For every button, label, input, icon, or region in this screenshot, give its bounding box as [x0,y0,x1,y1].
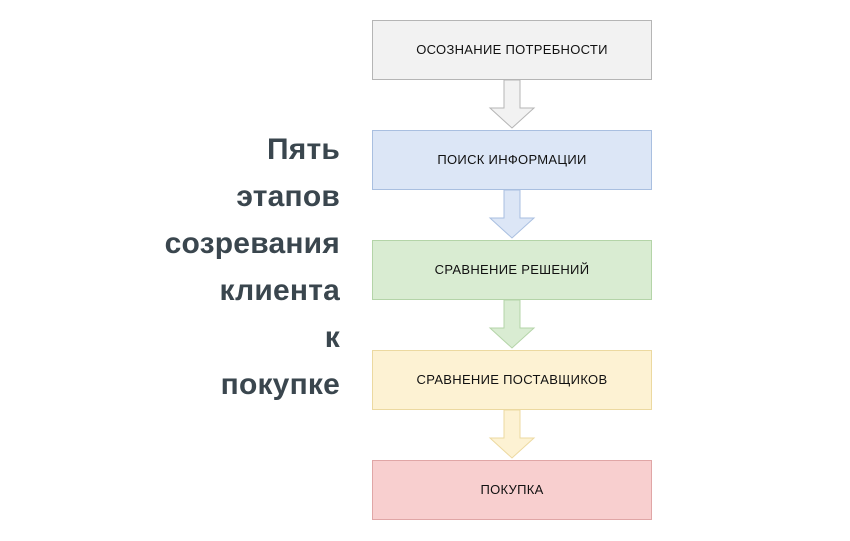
stage-label-4: СРАВНЕНИЕ ПОСТАВЩИКОВ [416,372,608,387]
flow-arrow-down-icon-1 [482,80,542,130]
stage-label-5: ПОКУПКА [480,482,544,497]
stage-box-5[interactable]: ПОКУПКА [372,460,652,520]
page-title: Пять этапов созревания клиента к покупке [164,133,340,401]
stage-label-3: СРАВНЕНИЕ РЕШЕНИЙ [434,262,590,277]
stage-box-2[interactable]: ПОИСК ИНФОРМАЦИИ [372,130,652,190]
flow-arrow-down-icon-2 [482,190,542,240]
stage-box-3[interactable]: СРАВНЕНИЕ РЕШЕНИЙ [372,240,652,300]
stage-label-2: ПОИСК ИНФОРМАЦИИ [437,152,587,167]
stage-box-4[interactable]: СРАВНЕНИЕ ПОСТАВЩИКОВ [372,350,652,410]
flow-arrow-down-icon-4 [482,410,542,460]
flow-arrow-down-icon-3 [482,300,542,350]
stage-label-1: ОСОЗНАНИЕ ПОТРЕБНОСТИ [416,42,608,57]
stage-box-1[interactable]: ОСОЗНАНИЕ ПОТРЕБНОСТИ [372,20,652,80]
funnel-flowchart: ОСОЗНАНИЕ ПОТРЕБНОСТИ ПОИСК ИНФОРМАЦИИ С… [372,20,653,521]
